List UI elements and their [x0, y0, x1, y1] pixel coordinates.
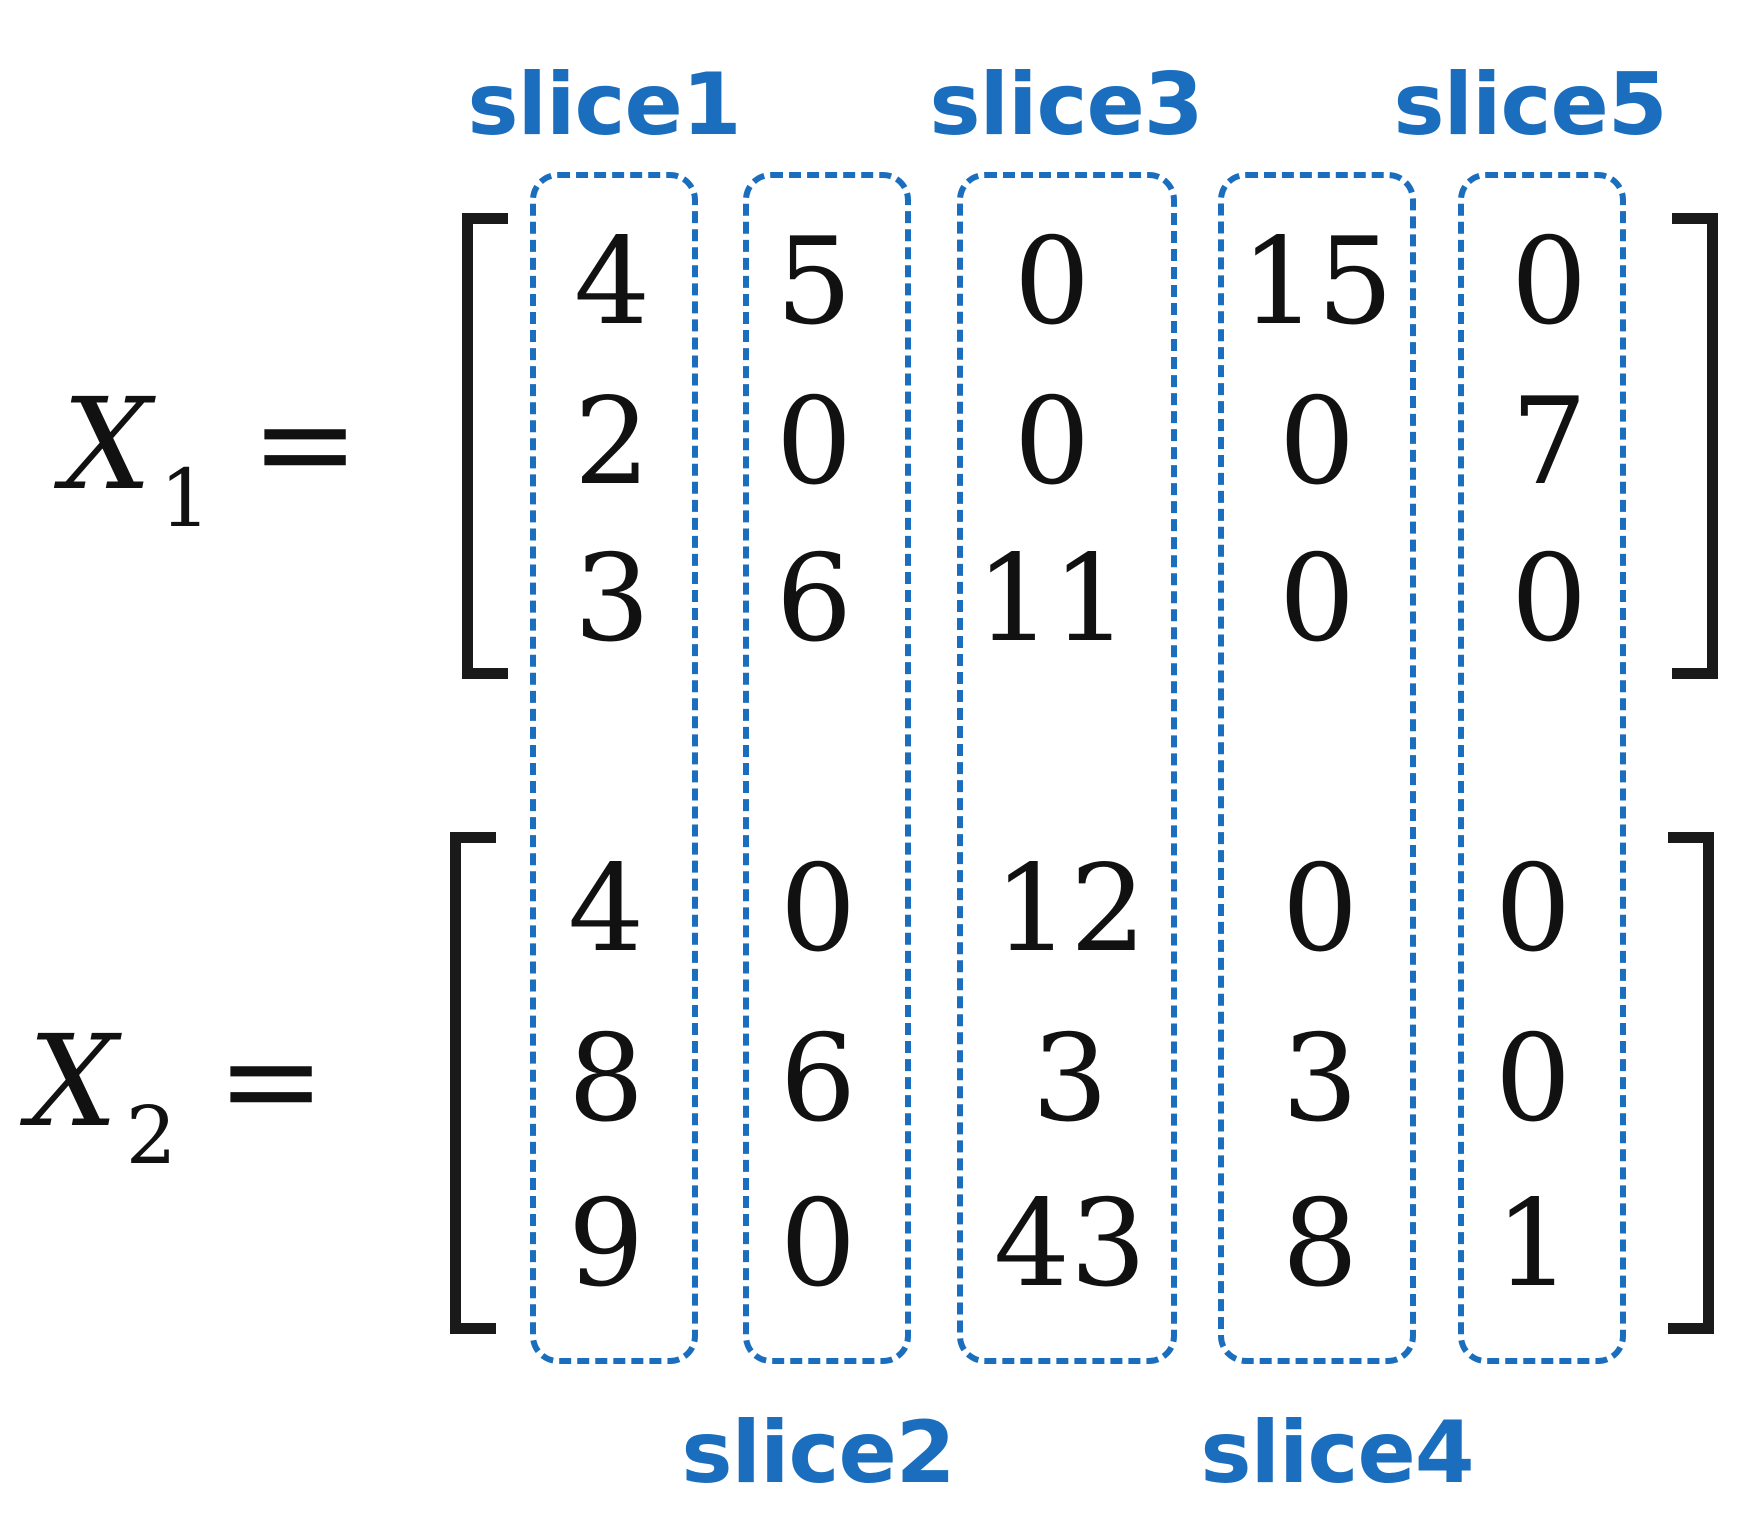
- matrix-x2-cell: 0: [779, 1175, 857, 1314]
- matrix-x2-cell: 3: [1281, 1010, 1359, 1149]
- slice5-box: [1458, 172, 1626, 1364]
- matrix-x1-cell: 0: [1013, 373, 1091, 512]
- matrix-x2-cell: 1: [1494, 1175, 1572, 1314]
- matrix-x1-cell: 11: [975, 530, 1129, 669]
- matrix-x2-cell: 3: [1031, 1010, 1109, 1149]
- matrix-x1-cell: 5: [775, 213, 853, 352]
- matrix-x2-cell: 0: [1281, 840, 1359, 979]
- slice3-label: slice3: [929, 55, 1203, 155]
- matrix-x2-cell: 0: [1494, 840, 1572, 979]
- matrix-x1-variable: X: [62, 371, 152, 518]
- matrix-x1-cell: 3: [573, 530, 651, 669]
- matrix-x2-cell: 9: [567, 1175, 645, 1314]
- slice1-label: slice1: [467, 55, 741, 155]
- matrix-x1-left-bracket: [462, 213, 508, 679]
- matrix-x1-subscript: 1: [159, 452, 211, 545]
- matrix-x2-cell: 6: [779, 1010, 857, 1149]
- matrix-x1-cell: 0: [1278, 530, 1356, 669]
- matrix-x2-cell: 8: [1281, 1175, 1359, 1314]
- matrix-x1-cell: 7: [1510, 373, 1588, 512]
- matrix-x2-cell: 43: [993, 1175, 1147, 1314]
- matrix-x2-variable: X: [28, 1008, 118, 1155]
- matrix-x1-cell: 0: [1013, 213, 1091, 352]
- matrix-x2-left-bracket: [450, 832, 496, 1334]
- matrix-x2-cell: 12: [993, 840, 1147, 979]
- matrix-x2-right-bracket: [1668, 832, 1714, 1334]
- matrix-x1-cell: 0: [775, 373, 853, 512]
- slice4-box: [1218, 172, 1416, 1364]
- slice2-label: slice2: [681, 1403, 955, 1503]
- slice4-label: slice4: [1200, 1403, 1474, 1503]
- matrix-x2-subscript: 2: [125, 1089, 177, 1182]
- slice2-box: [743, 172, 911, 1364]
- slice3-box: [957, 172, 1177, 1364]
- matrix-x1-cell: 4: [573, 213, 651, 352]
- matrix-x1-cell: 6: [775, 530, 853, 669]
- matrix-x1-cell: 0: [1510, 530, 1588, 669]
- matrix-x2-cell: 0: [1494, 1010, 1572, 1149]
- matrix-x2-cell: 0: [779, 840, 857, 979]
- matrix-x1-right-bracket: [1672, 213, 1718, 679]
- matrix-x2-cell: 8: [567, 1010, 645, 1149]
- matrix-x1-cell: 2: [573, 373, 651, 512]
- slice5-label: slice5: [1393, 55, 1667, 155]
- matrix-x1-cell: 0: [1278, 373, 1356, 512]
- matrix-x1-cell: 15: [1240, 213, 1394, 352]
- slice1-box: [530, 172, 698, 1364]
- matrix-x2-equals: =: [216, 1004, 326, 1156]
- matrix-x1-cell: 0: [1510, 213, 1588, 352]
- matrix-x1-equals: =: [250, 367, 360, 519]
- matrix-x2-cell: 4: [567, 840, 645, 979]
